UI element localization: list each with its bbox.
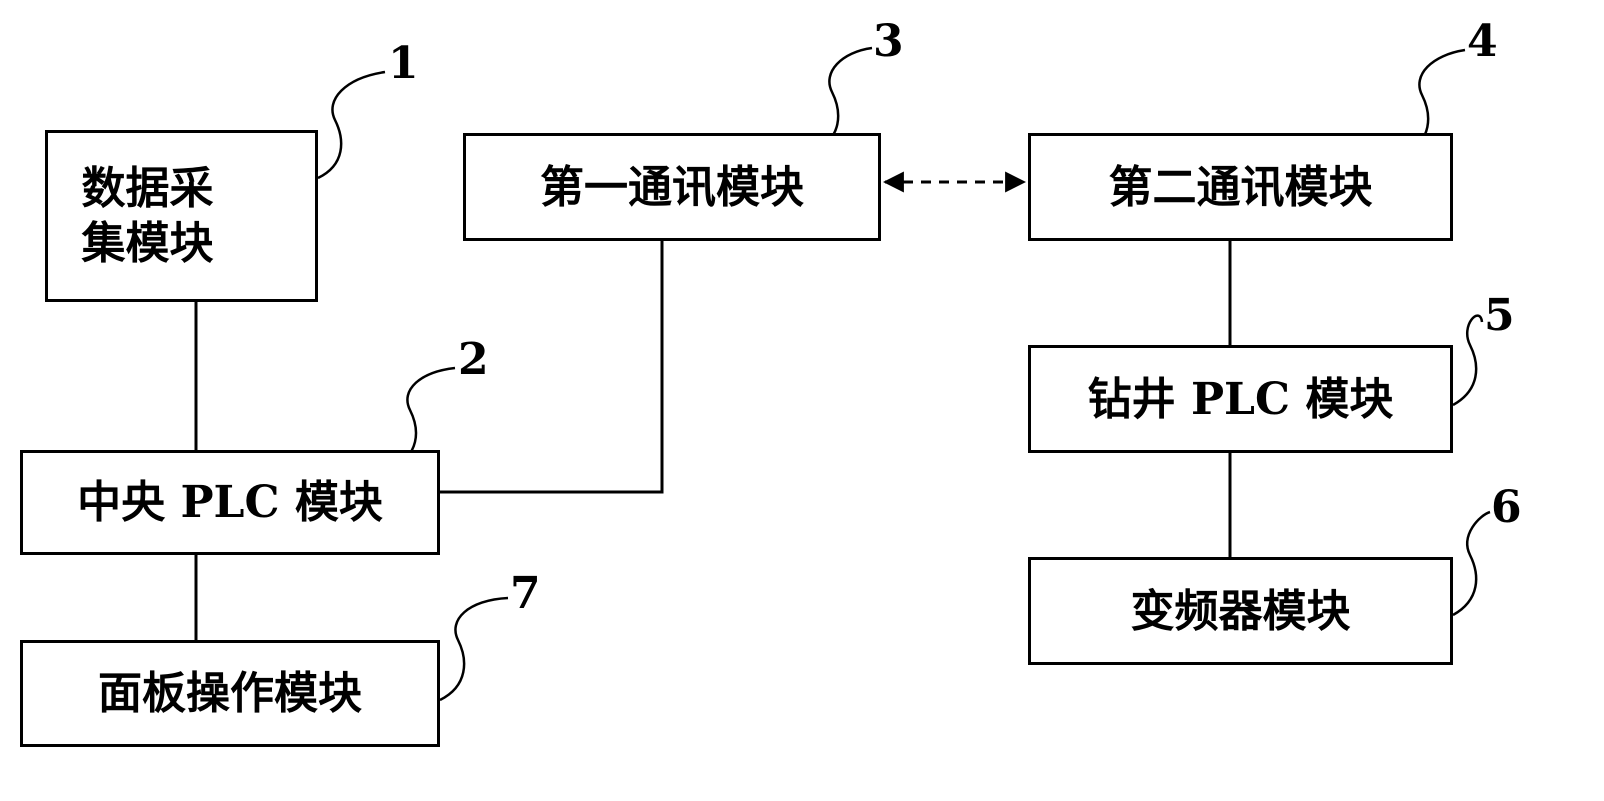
module-label: 中央 PLC 模块 xyxy=(77,475,383,530)
reference-number-4: 4 xyxy=(1467,20,1498,64)
module-label: 变频器模块 xyxy=(1131,584,1351,639)
central-plc-module: 中央 PLC 模块 xyxy=(20,450,440,555)
panel-operation-module: 面板操作模块 xyxy=(20,640,440,747)
module-label: 第一通讯模块 xyxy=(540,160,804,215)
leader-line-1 xyxy=(318,72,385,178)
frequency-converter-module: 变频器模块 xyxy=(1028,557,1453,665)
leader-line-5 xyxy=(1453,316,1482,405)
first-communication-module: 第一通讯模块 xyxy=(463,133,881,241)
module-label-line: 集模块 xyxy=(82,216,282,271)
leader-line-7 xyxy=(440,598,508,700)
module-label: 钻井 PLC 模块 xyxy=(1088,372,1394,427)
module-label-line: 数据采 xyxy=(82,161,282,216)
leader-line-6 xyxy=(1453,512,1490,615)
module-label: 第二通讯模块 xyxy=(1109,160,1373,215)
data-acquisition-module: 数据采 集模块 xyxy=(45,130,318,302)
reference-number-2: 2 xyxy=(458,338,489,382)
reference-number-3: 3 xyxy=(873,20,904,64)
second-communication-module: 第二通讯模块 xyxy=(1028,133,1453,241)
module-label: 面板操作模块 xyxy=(98,666,362,721)
drilling-plc-module: 钻井 PLC 模块 xyxy=(1028,345,1453,453)
reference-number-1: 1 xyxy=(388,42,419,86)
reference-number-5: 5 xyxy=(1484,294,1515,338)
reference-number-6: 6 xyxy=(1491,486,1522,530)
reference-number-7: 7 xyxy=(510,572,541,616)
